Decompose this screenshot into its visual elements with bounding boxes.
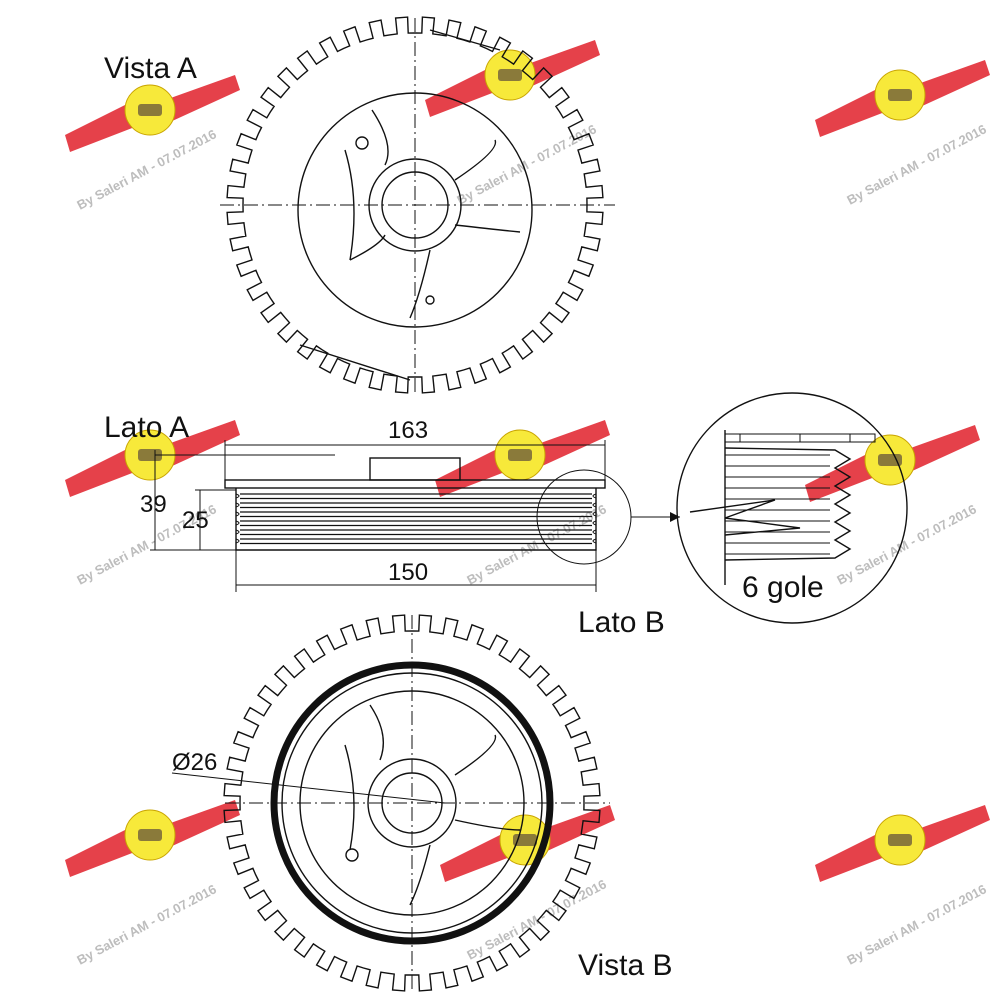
groove-count-label: 6 gole [742,571,824,604]
watermark-wing-left [65,445,140,497]
dim-outer-width: 163 [388,417,428,444]
watermark-wing-left [815,85,890,137]
bore-diameter-label: Ø26 [172,749,217,776]
side-groove-end-right [592,493,597,544]
vista-b-spoke [344,744,355,851]
watermark-wing-right [165,75,240,122]
vista-a-hole [425,295,435,305]
watermark-wing-left [65,825,140,877]
bore-leader [171,772,236,781]
watermark-wing-left [435,445,510,497]
watermark-wing-left [815,830,890,882]
watermark-wing-right [525,40,600,87]
bore-leader [234,779,446,804]
vista-b-spoke [454,819,521,831]
vista-a-tone-ring [226,16,604,394]
watermark-logo [65,75,240,152]
vista-a-spoke [349,234,386,261]
lato-a-label: Lato A [104,411,189,444]
vista-b-spoke [454,734,497,776]
vista-a-label: Vista A [104,52,197,85]
vista-a-spoke [454,139,497,181]
watermark-text: By Saleri AM - 07.07.2016 [74,881,218,967]
watermark-wing-left [425,65,500,117]
vista-b-spoke [369,704,384,761]
side-pulley-body [235,488,597,551]
watermark-logo [435,420,610,497]
dim-pulley-width: 150 [388,559,428,586]
watermark-logo [440,805,615,882]
detail-arrow [670,512,680,522]
vista-a-spoke [344,149,355,261]
side-groove-end-left [235,493,240,544]
watermark-wing-right [915,60,990,107]
dim-height-total: 39 [140,491,167,518]
detail-groove-profile [689,430,876,585]
watermark-truck-icon [888,834,912,846]
detail-section-cut [689,499,801,536]
side-flange [224,479,606,489]
watermark-wing-left [440,830,515,882]
vista-b-hole [345,848,359,862]
dim-height-groove: 25 [182,507,209,534]
vista-b-spoke [409,844,431,906]
watermark-truck-icon [508,449,532,461]
watermark-logo [815,60,990,137]
detail-circle [676,392,908,624]
watermark-logo [425,40,600,117]
watermark-truck-icon [138,449,162,461]
watermark-truck-icon [138,829,162,841]
vista-a-spoke [409,249,431,319]
vista-a-spoke [371,109,389,166]
watermark-text: By Saleri AM - 07.07.2016 [844,121,988,207]
side-view: 163 150 39 25 Lato A Lato B [104,411,680,639]
vista-a-spoke [454,224,521,233]
watermark-truck-icon [498,69,522,81]
watermark-truck-icon [888,89,912,101]
watermark-wing-right [540,805,615,852]
vista-a-flat-top [429,29,501,51]
watermark-logo [65,800,240,877]
vista-a-flat-bottom [299,344,411,381]
lato-b-label: Lato B [578,606,665,639]
watermark-logo [815,805,990,882]
watermark-wing-left [65,100,140,152]
watermark-logo [805,425,980,502]
watermark-wing-right [905,425,980,472]
vista-a-view: Vista A [104,16,615,395]
watermark-wing-right [535,420,610,467]
watermark-wing-right [915,805,990,852]
watermark-text: By Saleri AM - 07.07.2016 [844,881,988,967]
vista-a-hole [355,136,369,150]
detail-zigzag [724,447,852,561]
watermark-truck-icon [138,104,162,116]
side-grooves [235,493,597,545]
vista-b-view: Ø26 Vista B [171,614,673,992]
watermark-wing-right [165,800,240,847]
watermark-truck-icon [878,454,902,466]
vista-b-label: Vista B [578,949,673,982]
watermark-wing-left [805,450,880,502]
groove-detail-view: 6 gole [676,392,908,624]
